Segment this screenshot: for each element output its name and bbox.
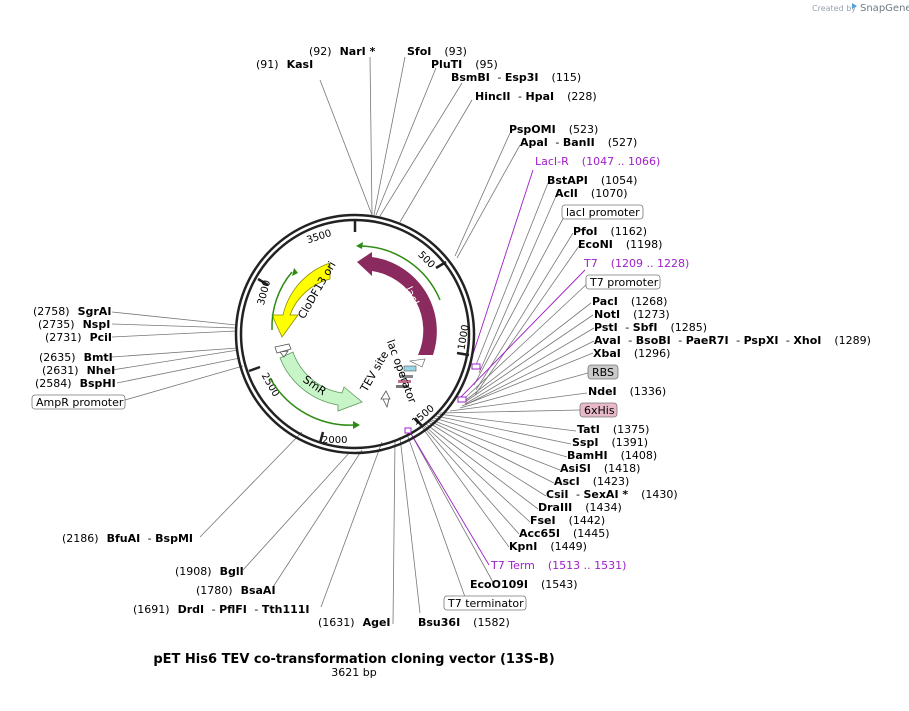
label-nari: (92)NarI * (309, 45, 376, 58)
label-avai: AvaI - BsoBI - PaeR7I - PspXI - XhoI(128… (594, 334, 871, 347)
label-ecoo109i: EcoO109I(1543) (470, 578, 578, 591)
label-ampr-promoter: AmpR promoter (36, 396, 124, 409)
label-bsu36i: Bsu36I(1582) (418, 616, 510, 629)
label-laci-r-primer: LacI-R(1047 .. 1066) (535, 155, 660, 168)
label-sspi: SspI(1391) (572, 436, 648, 449)
label-nspi: (2735)NspI (38, 318, 110, 331)
t7-terminator-feature (380, 390, 391, 409)
label-bstapi: BstAPI(1054) (547, 174, 637, 187)
label-t7-term-primer: T7 Term(1513 .. 1531) (490, 559, 626, 572)
label-kpni: KpnI(1449) (509, 540, 587, 553)
label-draiii: DraIII(1434) (538, 501, 622, 514)
label-kasi: (91)KasI (256, 58, 313, 71)
backbone-outer (234, 213, 476, 455)
label-tati: TatI(1375) (577, 423, 649, 436)
t7-terminator-box (443, 595, 527, 611)
label-bsphi: (2584)BspHI (35, 377, 116, 390)
created-by-text: Created by (812, 4, 856, 13)
map-title: pET His6 TEV co-transformation cloning v… (153, 652, 554, 667)
label-pcii: (2731)PciI (45, 331, 112, 344)
6xhis-feature (398, 380, 411, 383)
label-hincii: HincII - HpaI(228) (475, 90, 597, 103)
label-pluti: PluTI(95) (431, 58, 498, 71)
label-nhei: (2631)NheI (42, 364, 115, 377)
label-6xhis: 6xHis (584, 404, 615, 417)
label-acc65i: Acc65I(1445) (519, 527, 610, 540)
label-noti: NotI(1273) (594, 308, 670, 321)
laci-feature (357, 252, 437, 355)
label-sfoi: SfoI(93) (407, 45, 467, 58)
clodf13-green-arrowhead (292, 268, 298, 276)
label-xbai: XbaI(1296) (593, 347, 670, 360)
laci-promoter-box (561, 204, 644, 220)
label-asisi: AsiSI(1418) (560, 462, 640, 475)
label-asci: AscI(1423) (554, 475, 629, 488)
label-acli: AclI(1070) (555, 187, 627, 200)
tick-label-3000: 3000 (256, 279, 273, 306)
label-csii: CsiI - SexAI *(1430) (546, 488, 678, 501)
clodf13-ori-feature (271, 262, 331, 338)
label-bmti: (2635)BmtI (39, 351, 113, 364)
label-agei: (1631)AgeI (318, 616, 391, 629)
label-pspomi: PspOMI(523) (509, 123, 598, 136)
label-pfoi: PfoI(1162) (573, 225, 647, 238)
smr-green-arc (269, 377, 357, 426)
t7-primer-marker (457, 396, 467, 403)
label-rbs: RBS (592, 366, 614, 379)
tick-marks (248, 220, 470, 444)
snapgene-brand-text: SnapGene (860, 3, 909, 14)
smr-green-arrowhead (353, 421, 360, 429)
label-bamhi: BamHI(1408) (567, 449, 657, 462)
label-bsaai: (1780)BsaAI (196, 584, 276, 597)
tick-label-2000: 2000 (322, 435, 347, 446)
ampr-promoter-box (31, 394, 126, 410)
label-apai: ApaI - BanII(527) (520, 136, 637, 149)
label-bgli: (1908)BglI (175, 565, 244, 578)
tick-label-2500: 2500 (259, 371, 281, 399)
tev-site-label: TEV site (357, 349, 391, 395)
label-paci: PacI(1268) (592, 295, 667, 308)
clodf13-green-arc (271, 271, 293, 331)
label-t7-promoter: T7 promoter (589, 276, 659, 289)
laci-green-arc (359, 245, 441, 301)
label-bsmbi: BsmBI - Esp3I(115) (451, 71, 581, 84)
laci-green-arrowhead (356, 242, 363, 249)
label-econi: EcoNI(1198) (578, 238, 662, 251)
rbs-box (587, 364, 619, 380)
label-bfuai: (2186)BfuAI - BspMI (62, 532, 193, 545)
map-length: 3621 bp (331, 666, 376, 679)
label-ndei: NdeI(1336) (588, 385, 666, 398)
ampr-promoter-feature (274, 343, 292, 358)
label-laci-promoter: lacI promoter (566, 206, 640, 219)
t7-promoter-feature (408, 358, 426, 368)
label-drdi: (1691)DrdI - PflFI - Tth111I (133, 603, 310, 616)
snapgene-logo-icon (852, 3, 857, 9)
tev-site-feature (396, 385, 409, 388)
rbs-feature (400, 375, 413, 378)
6xhis-box (579, 402, 618, 418)
label-sgrai: (2758)SgrAI (33, 305, 111, 318)
lac-operator-label: lac operator (384, 338, 419, 406)
t7-promoter-box (585, 274, 661, 290)
leader-lines (111, 56, 595, 625)
tick-label-1000: 1000 (456, 324, 471, 351)
laci-r-primer-marker (471, 363, 481, 370)
label-psti: PstI - SbfI(1285) (594, 321, 707, 334)
label-fsei: FseI(1442) (530, 514, 605, 527)
lac-operator-feature (403, 365, 417, 372)
smr-feature (279, 351, 363, 412)
label-t7-terminator: T7 terminator (447, 597, 524, 610)
label-t7-primer: T7(1209 .. 1228) (583, 257, 689, 270)
t7-term-primer-marker (404, 427, 412, 434)
